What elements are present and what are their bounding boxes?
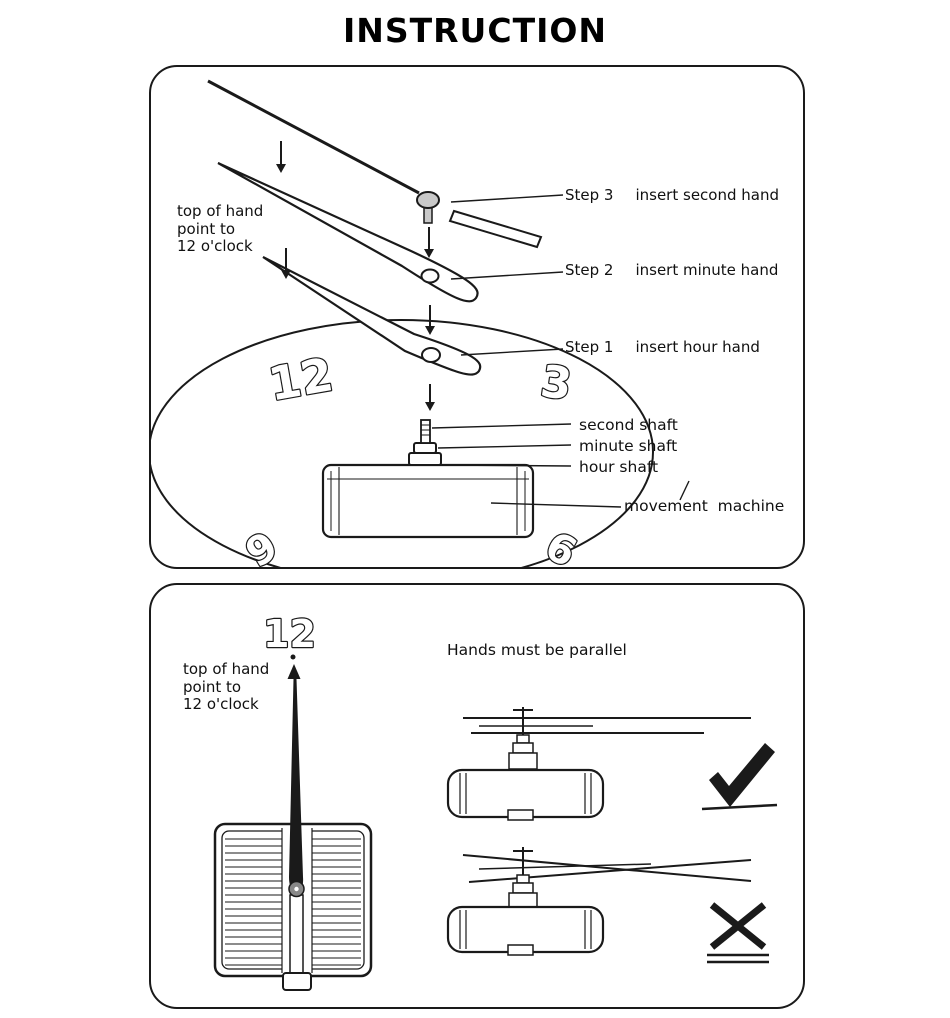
- clock-number-3: 3: [537, 356, 574, 411]
- minute-shaft-drawing: [413, 442, 437, 454]
- down-arrow-icon: [276, 141, 286, 173]
- assembly-panel: 12 3 9 6 top of hand point to 12 o'clock…: [149, 65, 805, 569]
- second-shaft-drawing: [420, 419, 431, 444]
- movement-side-view-drawing: [446, 905, 605, 956]
- note-line: 12 o'clock: [177, 237, 253, 255]
- alignment-panel: 12: [149, 583, 805, 1009]
- page-title: INSTRUCTION: [342, 11, 608, 50]
- note-line: point to: [177, 219, 236, 238]
- step-3-row: Step 3 insert second hand: [565, 186, 779, 204]
- second-hand-drawing: [207, 79, 543, 249]
- hour-shaft-label: hour shaft: [579, 458, 659, 476]
- alignment-diagram: 12: [213, 611, 778, 991]
- checkmark-icon: [701, 743, 778, 811]
- clock-number-9: 9: [238, 523, 286, 567]
- hand-direction-note: top of hand point to 12 o'clock: [183, 660, 270, 714]
- second-shaft-label: second shaft: [579, 416, 678, 434]
- note-line: top of hand: [177, 202, 264, 220]
- note-line: top of hand: [183, 660, 270, 678]
- step-1-row: Step 1 insert hour hand: [565, 338, 760, 356]
- center-dot: [290, 654, 296, 660]
- clock-number-12: 12: [264, 347, 336, 411]
- step-3-action: insert second hand: [635, 186, 779, 204]
- assembly-diagram: 12 3 9 6: [151, 79, 690, 567]
- clock-number-6: 6: [538, 523, 584, 567]
- leader-lines: [431, 194, 690, 508]
- movement-side-view-drawing: [446, 768, 605, 821]
- clock-number-12: 12: [263, 612, 316, 656]
- note-line: 12 o'clock: [183, 695, 259, 713]
- step-2-label: Step 2: [565, 261, 614, 279]
- step-1-action: insert hour hand: [635, 338, 760, 356]
- parallel-hands-drawing: [463, 707, 751, 770]
- cross-icon: [707, 902, 769, 964]
- hand-direction-note: top of hand point to 12 o'clock: [177, 202, 264, 256]
- movement-machine-label: movement machine: [624, 497, 785, 515]
- step-2-action: insert minute hand: [635, 261, 779, 279]
- minute-hand-drawing: [217, 161, 479, 303]
- step-2-row: Step 2 insert minute hand: [565, 261, 778, 279]
- hour-hand-drawing: [262, 256, 482, 376]
- down-arrow-icon: [425, 384, 435, 411]
- note-line: point to: [183, 677, 242, 696]
- non-parallel-hands-drawing: [462, 847, 752, 908]
- down-arrow-icon: [424, 227, 434, 258]
- minute-shaft-label: minute shaft: [579, 437, 678, 455]
- hour-shaft-drawing: [408, 452, 442, 466]
- down-arrow-icon: [425, 305, 435, 335]
- step-3-label: Step 3: [565, 186, 614, 204]
- down-arrow-icon: [281, 248, 291, 279]
- movement-machine-drawing: [321, 419, 535, 539]
- clock-face-arc: [151, 319, 654, 567]
- up-arrow-icon: [287, 664, 301, 679]
- clock-hand-pointer-drawing: [288, 679, 305, 898]
- parallel-heading: Hands must be parallel: [447, 641, 627, 659]
- step-1-label: Step 1: [565, 338, 614, 356]
